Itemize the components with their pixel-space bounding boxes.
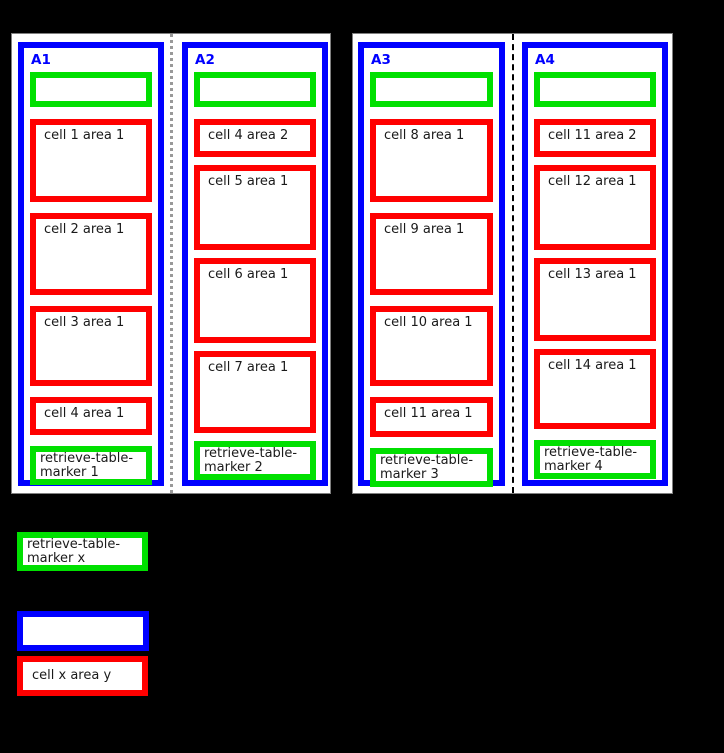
empty-marker-box xyxy=(194,72,316,107)
table-cell: cell 1 area 1 xyxy=(30,119,152,202)
area-a3: A3 cell 8 area 1 cell 9 area 1 cell 10 a… xyxy=(358,42,505,487)
dotted-separator xyxy=(170,34,173,493)
empty-marker-box xyxy=(534,72,656,107)
table-cell: cell 4 area 2 xyxy=(194,119,316,157)
panel-a3-a4: A3 cell 8 area 1 cell 9 area 1 cell 10 a… xyxy=(352,33,673,494)
table-cell: cell 12 area 1 xyxy=(534,165,656,250)
table-cell: cell 14 area 1 xyxy=(534,349,656,429)
table-cell: cell 11 area 2 xyxy=(534,119,656,157)
retrieve-table-marker: retrieve-table-marker 2 xyxy=(194,441,316,480)
retrieve-table-marker: retrieve-table-marker 3 xyxy=(370,448,493,487)
area-a1: A1 cell 1 area 1 cell 2 area 1 cell 3 ar… xyxy=(18,42,164,486)
empty-marker-box xyxy=(30,72,152,107)
table-cell: cell 6 area 1 xyxy=(194,258,316,343)
area-a4: A4 cell 11 area 2 cell 12 area 1 cell 13… xyxy=(522,42,668,486)
panel-a1-a2: A1 cell 1 area 1 cell 2 area 1 cell 3 ar… xyxy=(11,33,331,494)
area-title: A2 xyxy=(195,52,215,68)
table-cell: cell 11 area 1 xyxy=(370,397,493,437)
legend-cell-box: cell x area y xyxy=(17,656,148,696)
table-cell: cell 9 area 1 xyxy=(370,213,493,295)
area-title: A3 xyxy=(371,52,391,68)
dashed-separator xyxy=(512,34,514,493)
table-cell: cell 7 area 1 xyxy=(194,351,316,433)
table-cell: cell 3 area 1 xyxy=(30,306,152,386)
area-a2: A2 cell 4 area 2 cell 5 area 1 cell 6 ar… xyxy=(182,42,328,486)
retrieve-table-marker: retrieve-table-marker 1 xyxy=(30,446,152,485)
table-cell: cell 8 area 1 xyxy=(370,119,493,202)
retrieve-table-marker: retrieve-table-marker 4 xyxy=(534,440,656,479)
legend-area-box xyxy=(17,611,149,651)
table-cell: cell 2 area 1 xyxy=(30,213,152,295)
area-title: A4 xyxy=(535,52,555,68)
area-title: A1 xyxy=(31,52,51,68)
empty-marker-box xyxy=(370,72,493,107)
table-cell: cell 4 area 1 xyxy=(30,397,152,435)
table-cell: cell 5 area 1 xyxy=(194,165,316,250)
legend-marker-box: retrieve-table-marker x xyxy=(17,532,148,571)
table-cell: cell 10 area 1 xyxy=(370,306,493,386)
table-cell: cell 13 area 1 xyxy=(534,258,656,341)
